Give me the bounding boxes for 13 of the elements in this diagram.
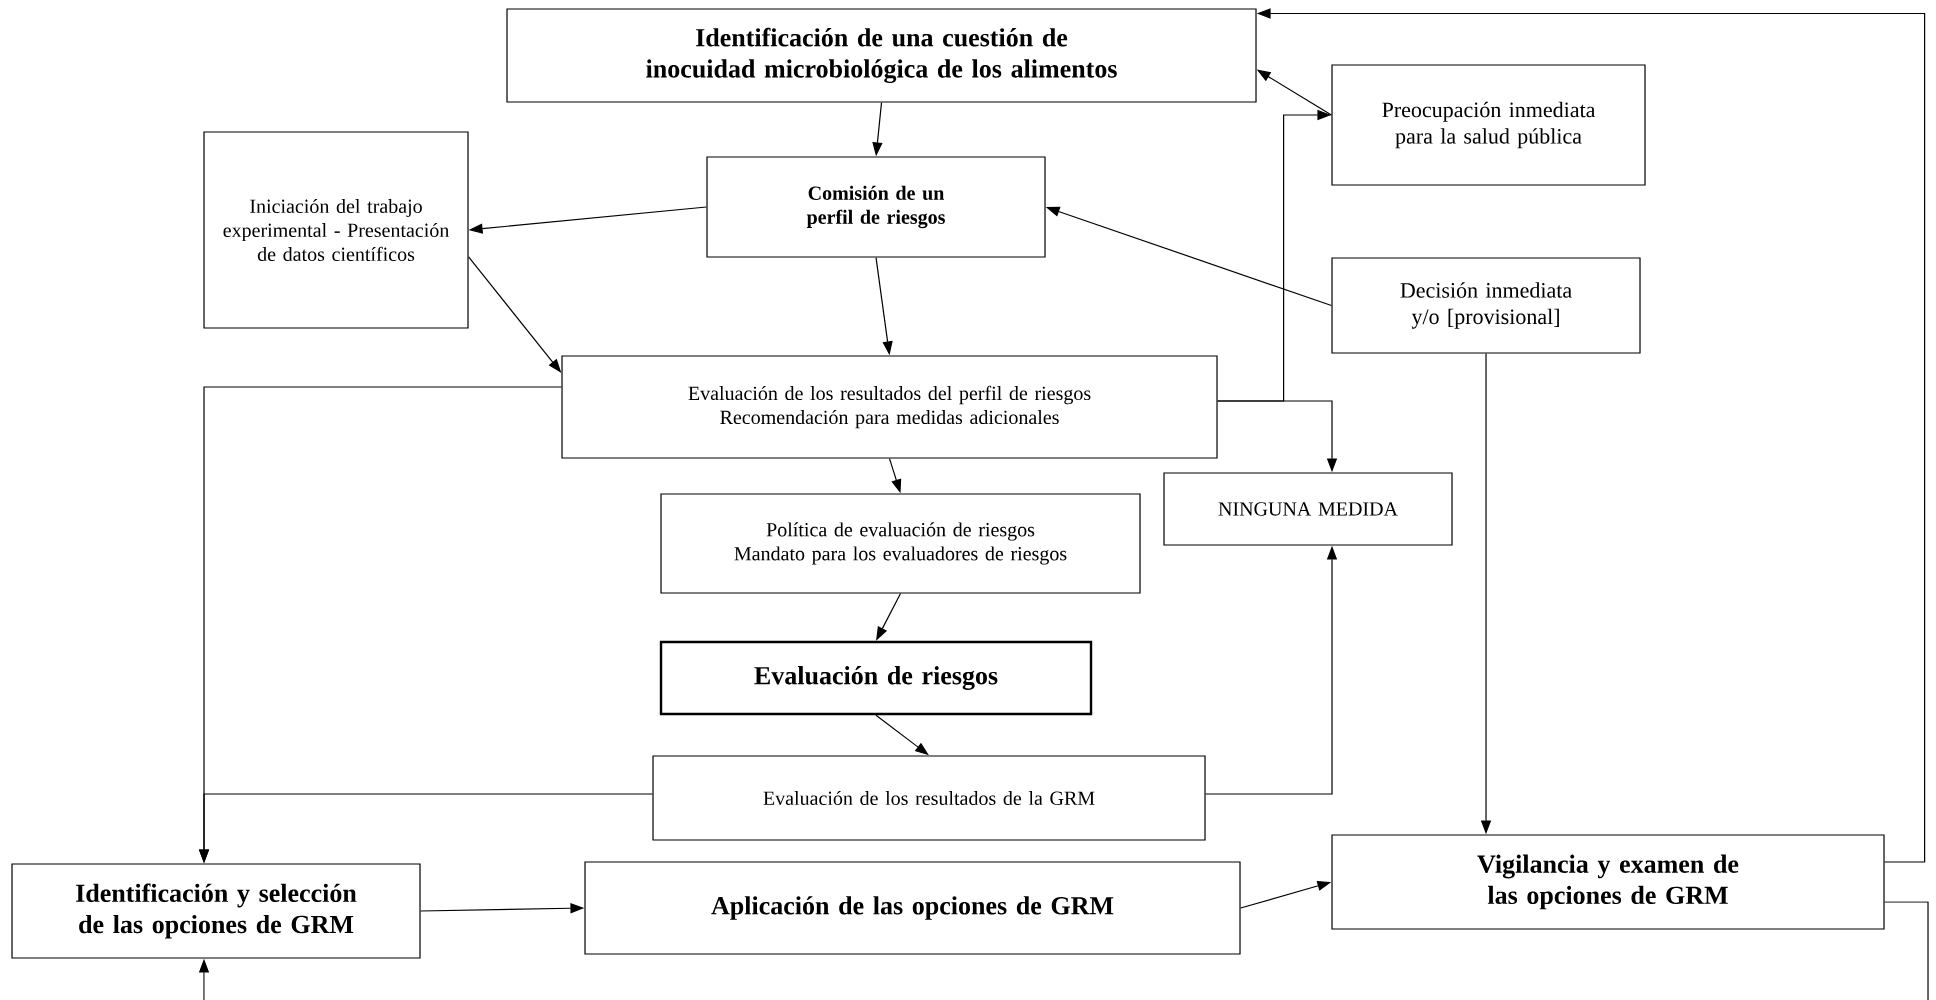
- process-box: Evaluación de los resultados de la GRM: [652, 755, 1206, 841]
- process-box: Identificación y selección de las opciones de GRM: [11, 863, 421, 959]
- process-box: Preocupación inmediata para la salud pública: [1331, 64, 1646, 186]
- process-box: Aplicación de las opciones de GRM: [584, 861, 1241, 955]
- process-box: Evaluación de riesgos: [659, 640, 1093, 716]
- process-box: Identificación de una cuestión de inocuidad microbiológica de los alimentos: [506, 8, 1257, 103]
- process-box: Comisión de un perfil de riesgos: [706, 156, 1046, 258]
- process-box: Evaluación de los resultados del perfil de riesgos Recomendación para medidas adicionales: [561, 355, 1218, 459]
- process-box: NINGUNA MEDIDA: [1163, 472, 1453, 546]
- process-box: Política de evaluación de riesgos Mandato para los evaluadores de riesgos: [660, 493, 1141, 594]
- process-box: Vigilancia y examen de las opciones de GRM: [1331, 834, 1885, 930]
- process-box: Decisión inmediata y/o [provisional]: [1331, 257, 1641, 354]
- process-box: Iniciación del trabajo experimental - Presentación de datos científicos: [203, 131, 469, 329]
